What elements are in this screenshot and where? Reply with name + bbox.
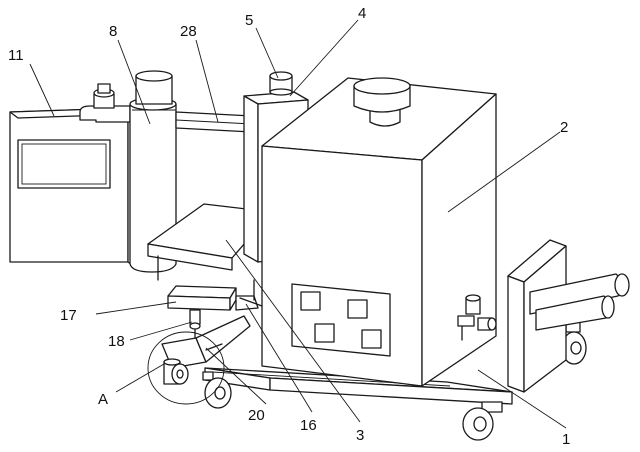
label-28: 28: [180, 23, 197, 40]
label-A: A: [98, 391, 108, 408]
main-tank: [261, 77, 497, 387]
connecting-pipe: [175, 111, 253, 133]
wheel-front-right: [462, 401, 503, 441]
drain-valve: [457, 294, 497, 341]
label-5: 5: [245, 12, 253, 29]
label-16: 16: [300, 417, 317, 434]
tank-lid: [353, 77, 411, 127]
label-4: 4: [358, 5, 366, 22]
blade-assembly: [167, 279, 263, 339]
top-cap: [269, 71, 293, 96]
label-18: 18: [108, 333, 125, 350]
top-pipe-valve: [79, 83, 131, 123]
label-2: 2: [560, 119, 568, 136]
leader-lines: [29, 19, 567, 429]
push-handle: [507, 239, 630, 393]
front-wheel-clamp: [161, 315, 251, 385]
label-17: 17: [60, 307, 77, 324]
reference-labels: 11 8 28 5 4 2 17 18 A 20 16 3 1: [8, 5, 570, 448]
wheel-rear-left: [202, 371, 232, 409]
label-20: 20: [248, 407, 265, 424]
label-11: 11: [8, 47, 24, 64]
base-frame: [204, 367, 513, 405]
label-3: 3: [356, 427, 364, 444]
label-1: 1: [562, 431, 570, 448]
control-box: [9, 107, 137, 269]
label-8: 8: [109, 23, 117, 40]
detail-circle-a: [147, 331, 225, 405]
control-panel: [291, 283, 391, 357]
